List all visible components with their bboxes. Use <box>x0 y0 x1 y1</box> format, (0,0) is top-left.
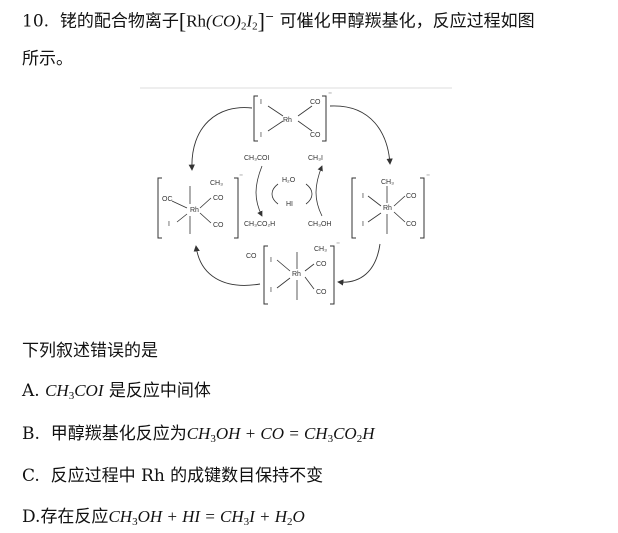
ligand-i: I <box>362 221 364 228</box>
complex-close-bracket: ] <box>257 8 265 34</box>
catalytic-cycle-diagram: I I Rh CO CO ⁻ OC CH₃ CO CO Rh I ⁻ CH₃ I… <box>140 87 452 305</box>
ligand-oc: OC <box>162 196 173 203</box>
option-c-label: C. <box>22 466 40 486</box>
species-ch3co2h: CH₃CO₂H <box>244 221 275 228</box>
option-b-eq-s1: 3 <box>210 433 216 445</box>
complex-co: (CO) <box>206 11 241 31</box>
option-b-eq-s3: 2 <box>356 433 363 445</box>
ligand-i: I <box>362 193 364 200</box>
question-number: 10. <box>22 11 50 32</box>
ligand-co: CO <box>213 195 224 202</box>
ligand-co: CO <box>406 193 417 200</box>
option-d-eq-p3: I + H <box>249 507 288 526</box>
ligand-co: CO <box>213 222 224 229</box>
species-ch3i: CH₃I <box>308 155 323 162</box>
complex-iodine: I <box>246 11 253 31</box>
question-stem-line2: 所示。 <box>22 49 73 69</box>
charge-minus: ⁻ <box>426 172 430 181</box>
question-text-cont: 可催化甲醇羰基化，反应过程如图 <box>279 11 535 32</box>
ligand-i: I <box>260 132 262 139</box>
question-stem-line1: 10. 铑的配合物离子[Rh(CO)2I2]− 可催化甲醇羰基化，反应过程如图 <box>22 6 535 33</box>
ligand-i: I <box>270 287 272 294</box>
arrow-iodination <box>315 165 323 217</box>
species-co: CO <box>246 253 257 260</box>
option-d-text: 存在反应 <box>40 507 109 527</box>
species-ch3oh: CH₃OH <box>308 221 331 228</box>
ligand-co: CO <box>406 221 417 228</box>
complex-metal: Rh <box>186 11 207 31</box>
species-hi: HI <box>286 201 293 208</box>
ligand-i: I <box>260 99 262 106</box>
complex-bottom: CH₃ CO Rh I I CO ⁻ <box>263 240 340 305</box>
question-prompt: 下列叙述错误的是 <box>22 341 158 361</box>
option-a-label: A. <box>22 381 40 401</box>
option-a[interactable]: A. CH3COI 是反应中间体 <box>22 380 211 402</box>
option-b-eq-p2: OH + CO = CH <box>215 424 328 443</box>
arc-hi <box>305 183 313 205</box>
complex-left: OC CH₃ CO CO Rh I ⁻ <box>157 172 243 239</box>
ligand-co: CO <box>316 261 327 268</box>
option-a-sub: 3 <box>68 390 75 402</box>
option-c-text: 反应过程中 Rh 的成键数目保持不变 <box>50 466 324 486</box>
option-d-eq-s3: 2 <box>287 516 293 528</box>
option-d-eq-p4: O <box>292 507 305 526</box>
complex-top: I I Rh CO CO ⁻ <box>253 90 332 142</box>
option-b-eq-p1: CH <box>186 424 211 443</box>
option-b-eq-s2: 3 <box>327 433 334 445</box>
complex-co-subscript: 2 <box>240 20 247 33</box>
option-d-eq-s2: 3 <box>243 516 250 528</box>
ligand-co: CO <box>310 132 321 139</box>
option-b-eq-p4: H <box>362 424 375 443</box>
metal-rh: Rh <box>190 207 199 214</box>
ligand-co: CO <box>316 289 327 296</box>
option-b-text: 甲醇羰基化反应为 <box>50 424 187 444</box>
complex-right: CH₃ I CO Rh I CO ⁻ <box>351 172 430 239</box>
ligand-ch3: CH₃ <box>381 179 394 186</box>
option-b-label: B. <box>22 424 40 444</box>
complex-open-bracket: [ <box>178 8 187 34</box>
cycle-arrows <box>188 105 393 286</box>
ligand-i: I <box>168 221 170 228</box>
option-d-label: D. <box>22 507 41 527</box>
metal-rh: Rh <box>283 117 292 124</box>
ligand-i: I <box>270 257 272 264</box>
ligand-ch3: CH₃ <box>210 180 223 187</box>
arrow-hydrolysis <box>255 165 263 217</box>
option-c[interactable]: C. 反应过程中 Rh 的成键数目保持不变 <box>22 465 323 487</box>
option-b-eq-p3: CO <box>333 424 357 443</box>
option-a-text: 是反应中间体 <box>108 381 211 401</box>
metal-rh: Rh <box>292 271 301 278</box>
question-text: 铑的配合物离子 <box>59 11 179 32</box>
option-a-formula: CH <box>45 381 69 400</box>
complex-charge: − <box>264 10 275 23</box>
species-ch3coi: CH₃COI <box>244 155 269 162</box>
species-h2o: H₂O <box>282 177 296 184</box>
option-d[interactable]: D.存在反应CH3OH + HI = CH3I + H2O <box>22 506 305 528</box>
arc-h2o <box>271 183 279 205</box>
charge-minus: ⁻ <box>239 172 243 181</box>
ligand-co: CO <box>310 99 321 106</box>
complex-i-subscript: 2 <box>252 20 258 33</box>
ligand-ch3: CH₃ <box>314 246 327 253</box>
charge-minus: ⁻ <box>328 90 332 99</box>
option-b[interactable]: B. 甲醇羰基化反应为CH3OH + CO = CH3CO2H <box>22 423 374 445</box>
option-d-eq-p1: CH <box>108 507 133 526</box>
option-d-eq-p2: OH + HI = CH <box>137 507 244 526</box>
option-a-formula2: COI <box>74 381 104 400</box>
option-d-eq-s1: 3 <box>132 516 138 528</box>
charge-minus: ⁻ <box>336 240 340 249</box>
metal-rh: Rh <box>383 205 392 212</box>
